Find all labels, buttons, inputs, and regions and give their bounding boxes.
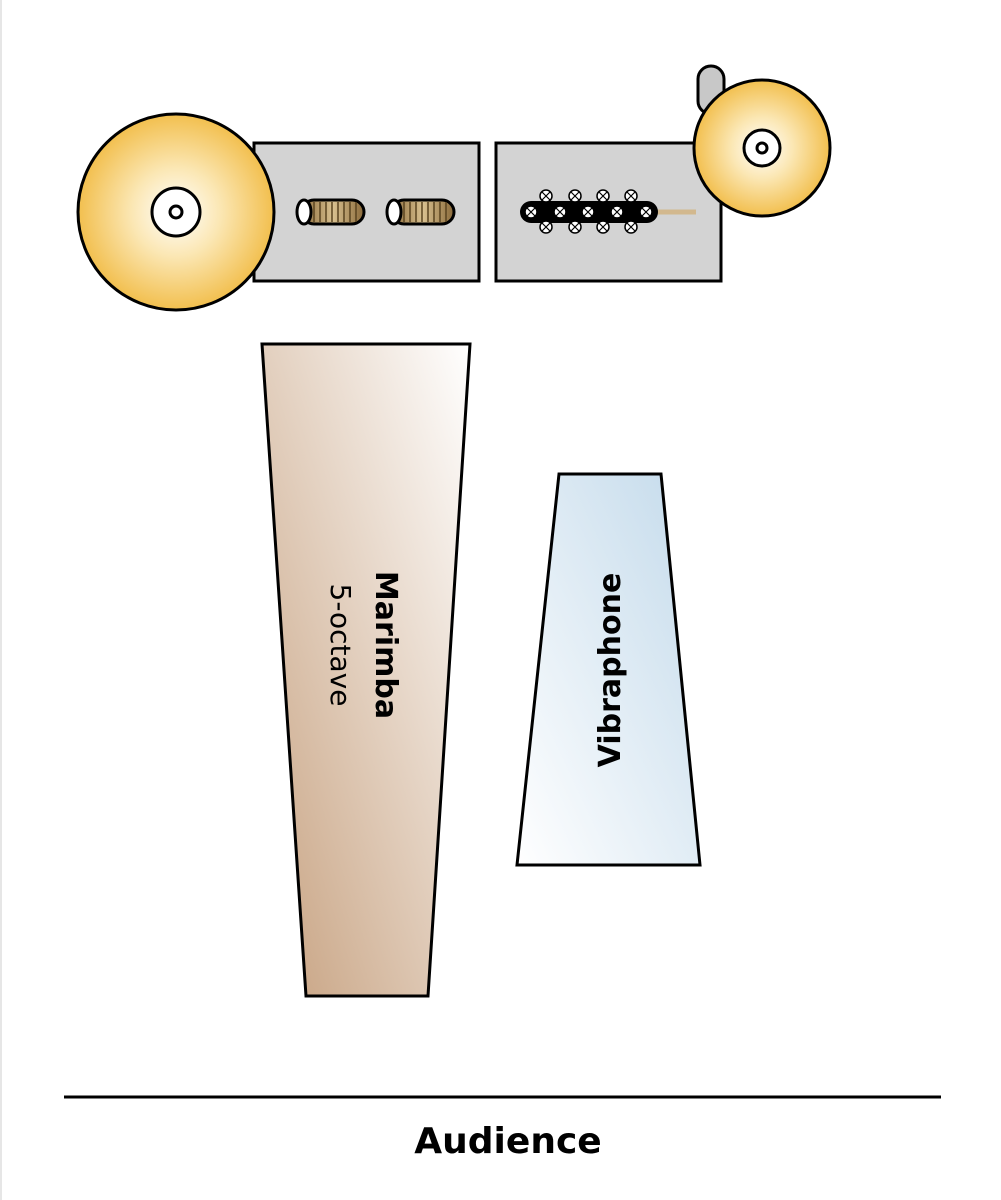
tambourine-icon <box>520 189 658 234</box>
cymbal-icon <box>76 112 276 312</box>
audience-label: Audience <box>414 1121 601 1162</box>
left-table <box>252 141 481 283</box>
marimba: Marimba 5-octave <box>260 342 472 998</box>
vibraphone: Vibraphone <box>515 472 702 867</box>
marimba-label: Marimba <box>368 571 403 719</box>
chime-icon <box>385 198 456 226</box>
chime-icon <box>295 198 366 226</box>
marimba-range-label: 5-octave <box>324 584 357 707</box>
cymbal-icon <box>692 78 832 218</box>
vibraphone-label: Vibraphone <box>593 573 628 768</box>
right-table <box>494 141 723 283</box>
